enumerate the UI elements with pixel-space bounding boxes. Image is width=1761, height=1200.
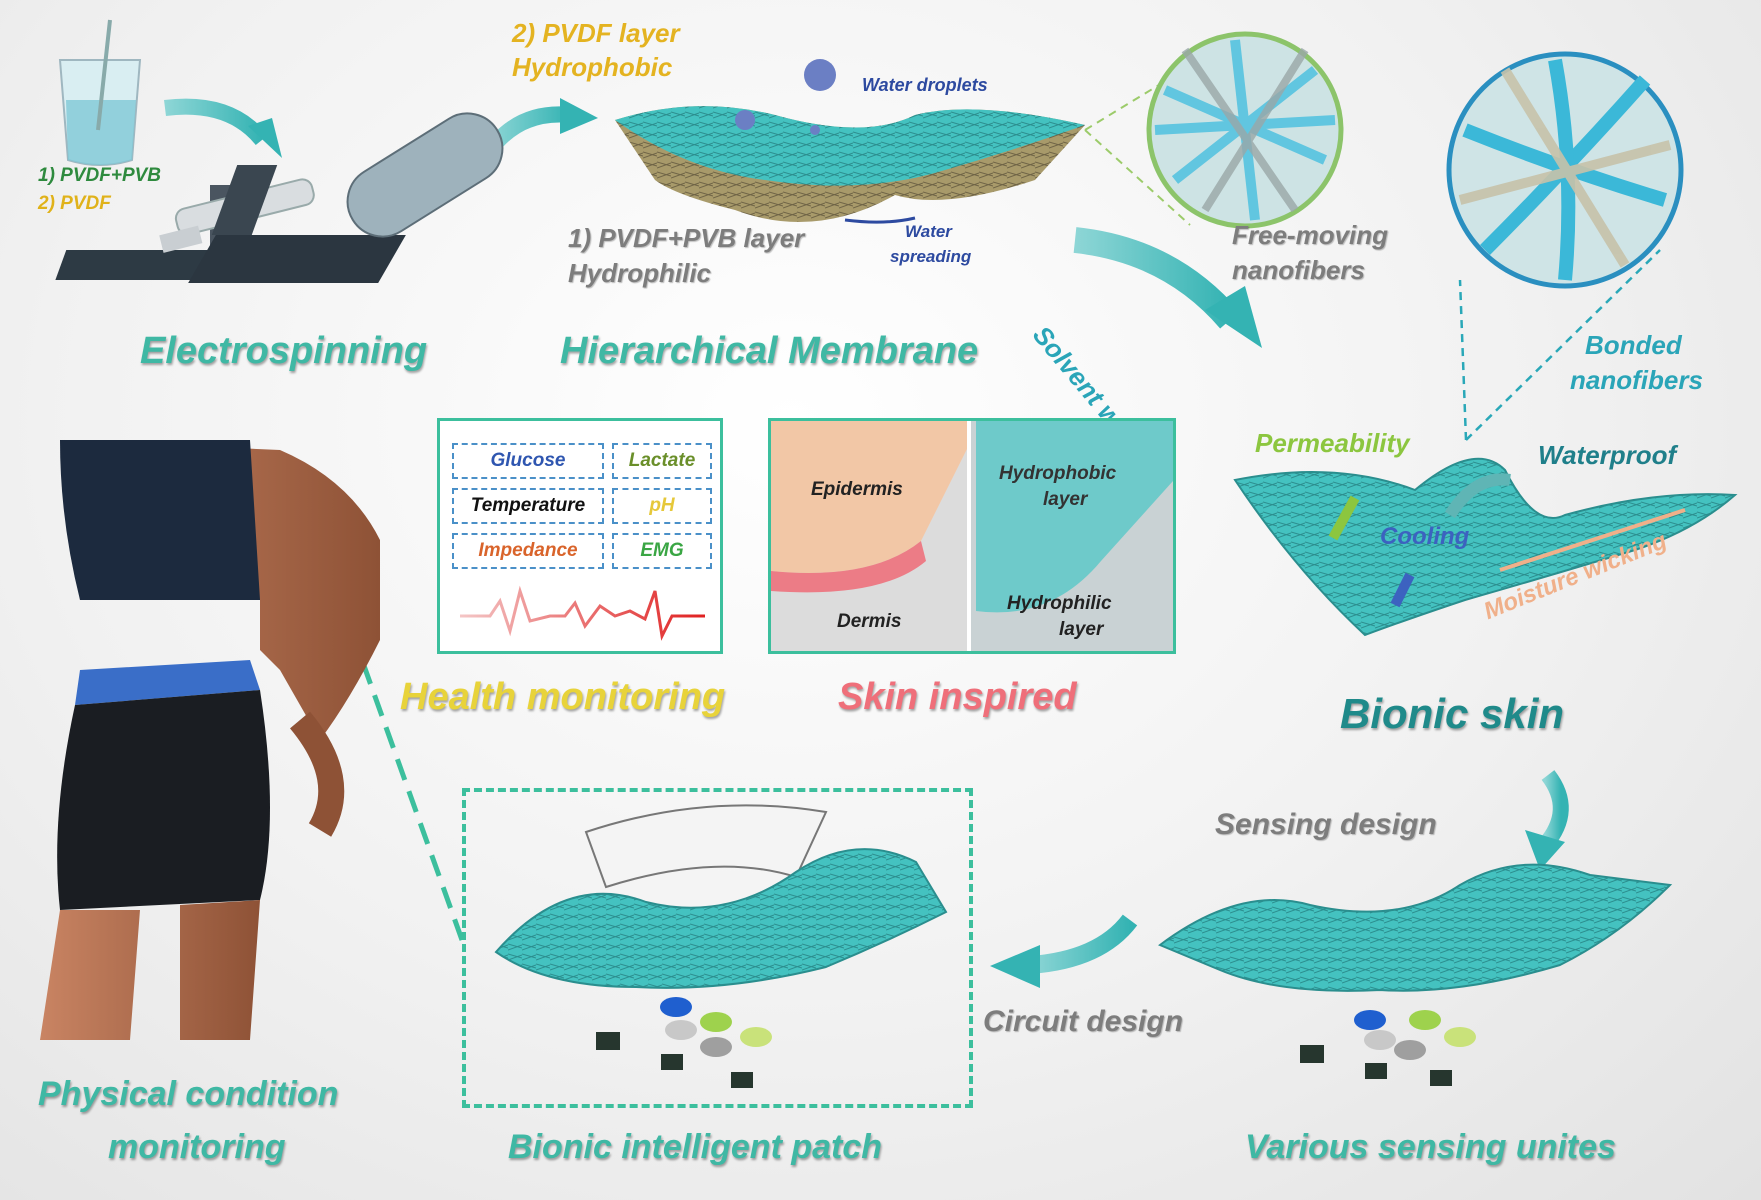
health-monitoring-stage-label: Health monitoring — [400, 676, 726, 718]
impedance-metric: Impedance — [452, 533, 604, 569]
water-droplet — [804, 59, 836, 91]
arrow-head-2 — [560, 98, 598, 134]
skin-inspired-stage-label: Skin inspired — [838, 676, 1077, 718]
sensor-dot-blue-patch — [660, 997, 692, 1017]
arrow-circuit-left — [1029, 914, 1138, 974]
lactate-metric: Lactate — [612, 443, 712, 479]
arrow-solvent-welding — [1073, 227, 1240, 329]
fiber-layer-icon — [976, 421, 1173, 613]
emg-metric: EMG — [612, 533, 712, 569]
pvdf-pvb-layer-label: 1) PVDF+PVB layer — [568, 223, 805, 253]
patch-stage-label: Bionic intelligent patch — [508, 1128, 883, 1166]
arrow-head-1 — [248, 118, 282, 158]
waterproof-label: Waterproof — [1538, 440, 1677, 470]
sensor-dot-blue — [1354, 1010, 1386, 1030]
nanofibers-label-2: nanofibers — [1570, 365, 1703, 395]
syringe-base — [55, 250, 237, 280]
hydrophilic-layer-word: layer — [1059, 619, 1104, 640]
free-moving-label: Free-moving — [1232, 220, 1389, 250]
shorts — [57, 690, 271, 910]
ecg-waveform-icon — [460, 585, 705, 641]
zoom-connector-2 — [1458, 249, 1661, 441]
hydrophilic-label: Hydrophilic — [568, 258, 712, 288]
solution-2-label: 2) PVDF — [38, 193, 111, 214]
arrow-head-3 — [1205, 286, 1262, 348]
waterproof-arrow-icon — [1444, 473, 1511, 519]
cooling-arrow-icon — [1390, 572, 1415, 608]
bonded-label: Bonded — [1585, 330, 1682, 360]
hierarchical-membrane — [615, 59, 1085, 224]
permeability-arrow-icon — [1328, 495, 1360, 541]
spreading-label: spreading — [890, 247, 972, 266]
ph-metric: pH — [612, 488, 712, 524]
athlete-figure — [40, 440, 380, 1040]
sports-bra — [60, 440, 260, 600]
collector-base — [188, 235, 406, 283]
physical-condition-label: Physical condition — [38, 1075, 339, 1113]
bionic-skin-stage-label: Bionic skin — [1340, 690, 1565, 737]
skin-inspired-panel: Epidermis Dermis Hydrophobic layer Hydro… — [768, 418, 1176, 654]
circuit-design-label: Circuit design — [983, 1005, 1184, 1038]
free-fibers-zoom — [1146, 31, 1344, 229]
glucose-metric: Glucose — [452, 443, 604, 479]
monitoring-label: monitoring — [108, 1128, 286, 1166]
membrane-stage-label: Hierarchical Membrane — [560, 330, 979, 372]
health-monitoring-panel: Glucose Lactate Temperature pH Impedance… — [437, 418, 723, 654]
dermis-label: Dermis — [837, 611, 902, 632]
chip — [596, 1032, 620, 1050]
cooling-label: Cooling — [1380, 523, 1470, 550]
arrow-sensing-down — [1538, 770, 1569, 851]
skin-layer-icon — [771, 421, 971, 573]
water-droplets-label: Water droplets — [862, 75, 988, 95]
electrospinning-apparatus — [55, 19, 504, 283]
electrospinning-stage-label: Electrospinning — [140, 330, 428, 372]
moisture-arrow-icon — [1499, 508, 1686, 572]
sensing-units-membrane — [1157, 863, 1673, 1086]
arrow-head-5 — [990, 945, 1040, 988]
sensing-units-stage-label: Various sensing unites — [1245, 1128, 1616, 1166]
hydrophobic-layer-word: layer — [1043, 489, 1088, 510]
sensor-chip — [1300, 1045, 1324, 1063]
intelligent-patch-illustration — [494, 804, 948, 1088]
epidermis-label: Epidermis — [811, 479, 903, 500]
hydrophobic-label: Hydrophobic — [512, 52, 673, 82]
bonded-fibers-zoom — [1446, 51, 1684, 289]
water-label: Water — [905, 222, 952, 241]
intelligent-patch-frame — [462, 788, 973, 1108]
sensing-design-label: Sensing design — [1215, 808, 1437, 841]
permeability-label: Permeability — [1255, 428, 1410, 458]
circuit-layer-icon — [584, 804, 828, 889]
hydrophilic-layer-label: Hydrophilic — [1007, 593, 1112, 614]
pvdf-layer-label: 2) PVDF layer — [512, 18, 680, 48]
nanofibers-label-1: nanofibers — [1232, 255, 1365, 285]
solution-1-label: 1) PVDF+PVB — [38, 165, 162, 186]
temperature-metric: Temperature — [452, 488, 604, 524]
hydrophobic-layer-label: Hydrophobic — [999, 463, 1117, 484]
arrow-head-4 — [1525, 830, 1565, 870]
roller-drum-icon — [346, 112, 504, 238]
bionic-skin-membrane — [1233, 457, 1738, 637]
legs — [40, 900, 260, 1040]
